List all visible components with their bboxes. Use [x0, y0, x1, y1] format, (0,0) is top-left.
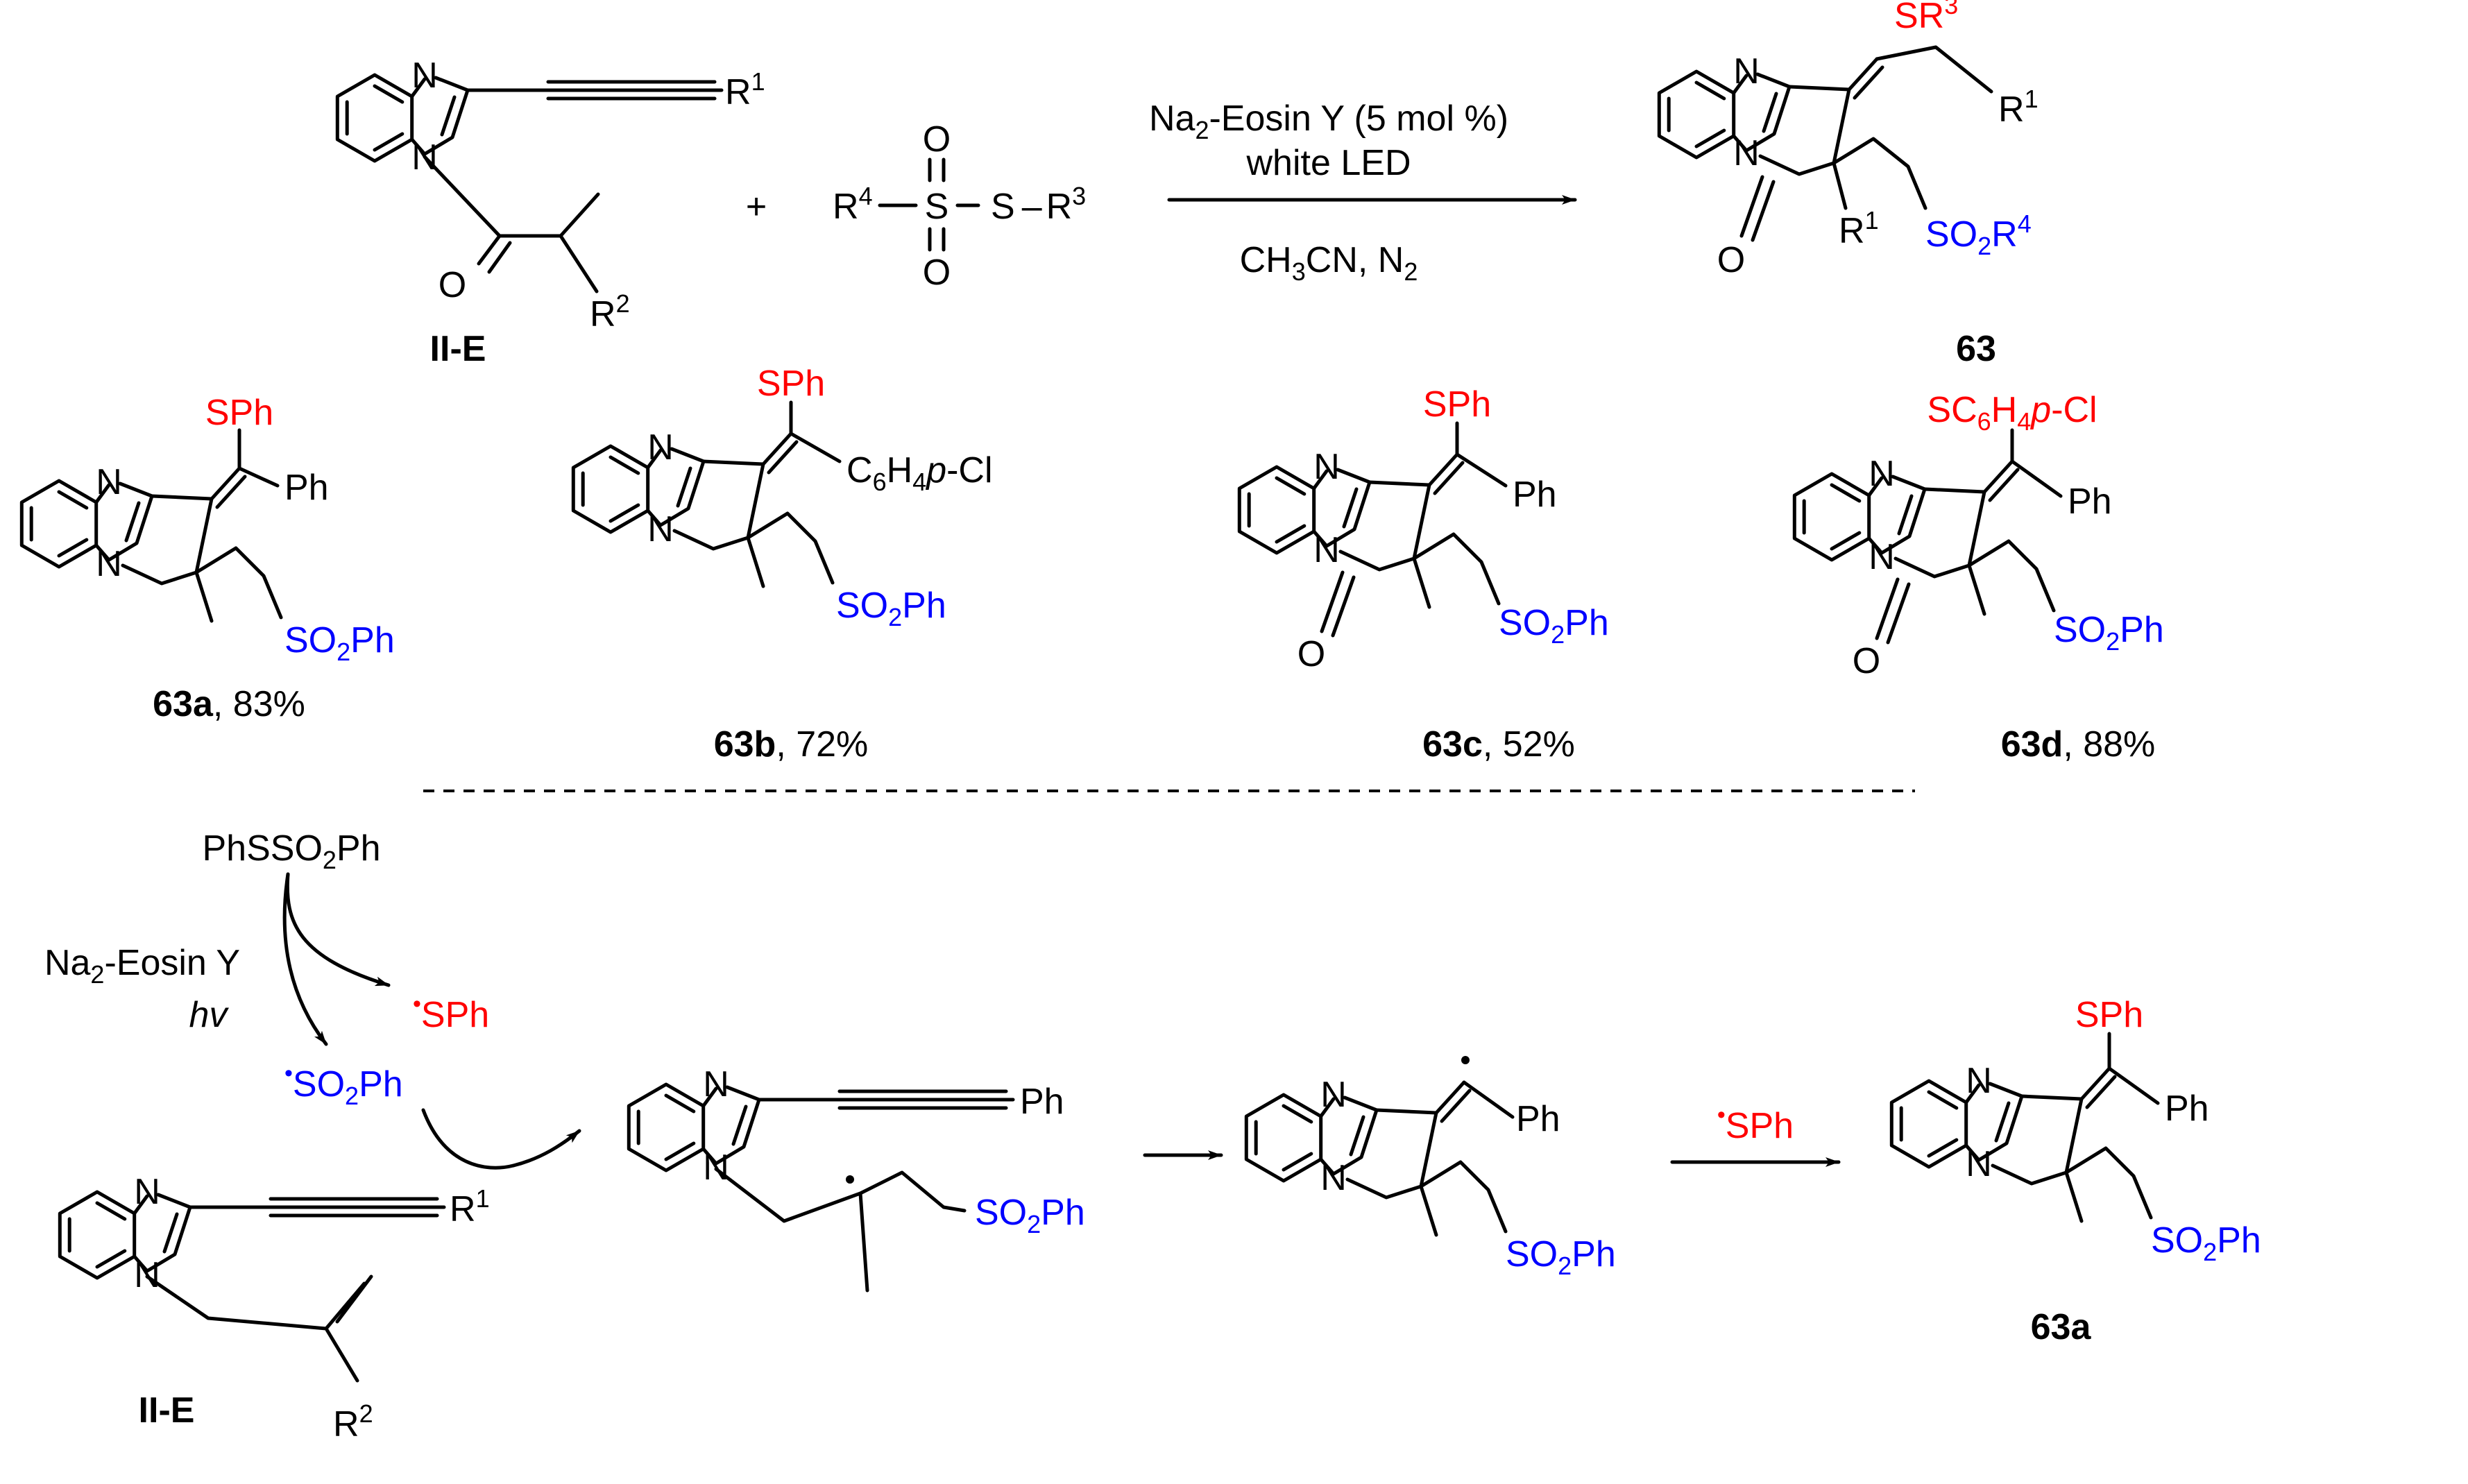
svg-text:R1: R1 [1998, 85, 2039, 130]
svg-text:N: N [134, 1172, 160, 1212]
imine-n-label: N [411, 56, 438, 96]
svg-text:N: N [96, 462, 122, 502]
reagent-thiosulfonate: R4 S O O S–R3 [833, 119, 1086, 293]
svg-text:Ph: Ph [284, 468, 329, 508]
svg-text:Ph: Ph [2165, 1089, 2209, 1129]
svg-text:SO2Ph: SO2Ph [1499, 603, 1609, 649]
svg-text:SO2Ph: SO2Ph [2151, 1220, 2261, 1266]
svg-text:N: N [1320, 1075, 1347, 1115]
mech-reagent: PhSSO2Ph [202, 828, 380, 874]
intermediate-vinyl-radical: N N Ph SO2Ph [1246, 1056, 1616, 1280]
mechanism-substrate-II-E: N N R1 R2 II-E [60, 1172, 490, 1444]
example-label-63a: 63a, 83% [153, 684, 305, 724]
svg-text:SPh: SPh [1423, 384, 1491, 425]
mechanism-initiation: PhSSO2Ph Na2-Eosin Y hv •SPh •SO2Ph [44, 828, 581, 1170]
example-63b: N N SPh C6H4p-Cl SO2Ph 63b, 72% [573, 364, 993, 765]
product-63: N N O SR3 R1 R1 SO2R4 63 [1659, 0, 2039, 369]
example-63a: N N SPh Ph SO2Ph 63a, 83% [22, 393, 395, 724]
product-so2r4: SO2R4 [1925, 210, 2032, 260]
svg-text:SC6H4p-Cl: SC6H4p-Cl [1927, 390, 2097, 436]
mech-id-II-E: II-E [139, 1390, 195, 1431]
svg-text:N: N [1320, 1158, 1347, 1198]
svg-text:SO2Ph: SO2Ph [836, 586, 946, 631]
thiyl-radical: •SPh [413, 991, 489, 1035]
svg-text:SPh: SPh [757, 364, 825, 404]
conditions-solvent: CH3CN, N2 [1240, 240, 1418, 286]
compound-id-II-E: II-E [430, 329, 486, 369]
svg-text:Ph: Ph [1516, 1099, 1560, 1139]
intermediate-alkyl-radical: N N Ph SO2Ph [629, 1064, 1085, 1293]
svg-text:N: N [1313, 447, 1340, 487]
conditions-catalyst: Na2-Eosin Y (5 mol %) [1149, 99, 1508, 144]
svg-text:N: N [647, 509, 674, 549]
example-63d: N N O SC6H4p-Cl Ph SO2Ph 63d, 88% [1794, 390, 2164, 765]
reagent-oxygen-bottom: O [923, 253, 951, 293]
svg-text:R2: R2 [333, 1399, 373, 1444]
svg-text:SO2Ph: SO2Ph [284, 620, 395, 666]
svg-text:N: N [703, 1064, 729, 1105]
plus-sign: + [746, 187, 767, 227]
svg-text:Ph: Ph [2068, 481, 2112, 522]
svg-text:C6H4p-Cl: C6H4p-Cl [846, 450, 993, 496]
svg-text:SO2Ph: SO2Ph [975, 1193, 1085, 1238]
svg-text:SPh: SPh [205, 393, 273, 433]
reagent-s-r3: S–R3 [991, 182, 1086, 227]
example-label-63d: 63d, 88% [2001, 724, 2156, 765]
example-63c: N N O SPh Ph SO2Ph 63c, 52% [1239, 384, 1609, 765]
svg-text:SPh: SPh [2075, 995, 2143, 1035]
reagent-oxygen-top: O [923, 119, 951, 160]
final-product-63a: N N SPh Ph SO2Ph 63a [1891, 995, 2261, 1347]
example-label-63c: 63c, 52% [1422, 724, 1575, 765]
svg-text:SO2Ph: SO2Ph [2054, 610, 2164, 656]
svg-text:Ph: Ph [1020, 1082, 1064, 1122]
svg-text:N: N [1733, 51, 1760, 92]
svg-text:N: N [1733, 133, 1760, 173]
r2-label: R2 [590, 289, 630, 334]
mech-catalyst: Na2-Eosin Y [44, 943, 240, 989]
reagent-sulfur: S [925, 187, 949, 227]
step-2-reagent: •SPh [1717, 1102, 1794, 1146]
r1-label: R1 [725, 67, 765, 112]
reagent-r4: R4 [833, 182, 873, 227]
carbonyl-o-label: O [439, 265, 466, 305]
svg-text:O: O [1717, 240, 1745, 280]
example-label-63b: 63b, 72% [714, 724, 869, 765]
conditions-light: white LED [1246, 143, 1411, 183]
svg-text:N: N [1966, 1061, 1992, 1101]
svg-text:N: N [647, 427, 674, 468]
svg-text:O: O [1853, 641, 1880, 681]
svg-text:R1: R1 [1839, 206, 1879, 251]
reactant-II-E: N N R1 O R2 II-E [337, 56, 765, 369]
reaction-conditions: Na2-Eosin Y (5 mol %) white LED CH3CN, N… [1149, 99, 1577, 286]
svg-text:N: N [1966, 1144, 1992, 1184]
svg-text:R1: R1 [450, 1184, 490, 1229]
mech-step-2: •SPh [1670, 1102, 1841, 1167]
product-sr3: SR3 [1894, 0, 1958, 36]
svg-text:N: N [1869, 454, 1895, 494]
svg-text:N: N [1869, 537, 1895, 577]
svg-text:O: O [1297, 634, 1325, 674]
svg-text:SO2Ph: SO2Ph [1506, 1234, 1616, 1280]
svg-text:N: N [1313, 530, 1340, 570]
mech-id-63a: 63a [2031, 1307, 2092, 1347]
svg-text:N: N [96, 544, 122, 584]
mech-light: hv [189, 995, 230, 1035]
compound-id-63: 63 [1956, 329, 1996, 369]
svg-text:Ph: Ph [1513, 475, 1557, 515]
sulfonyl-radical: •SO2Ph [284, 1060, 403, 1110]
